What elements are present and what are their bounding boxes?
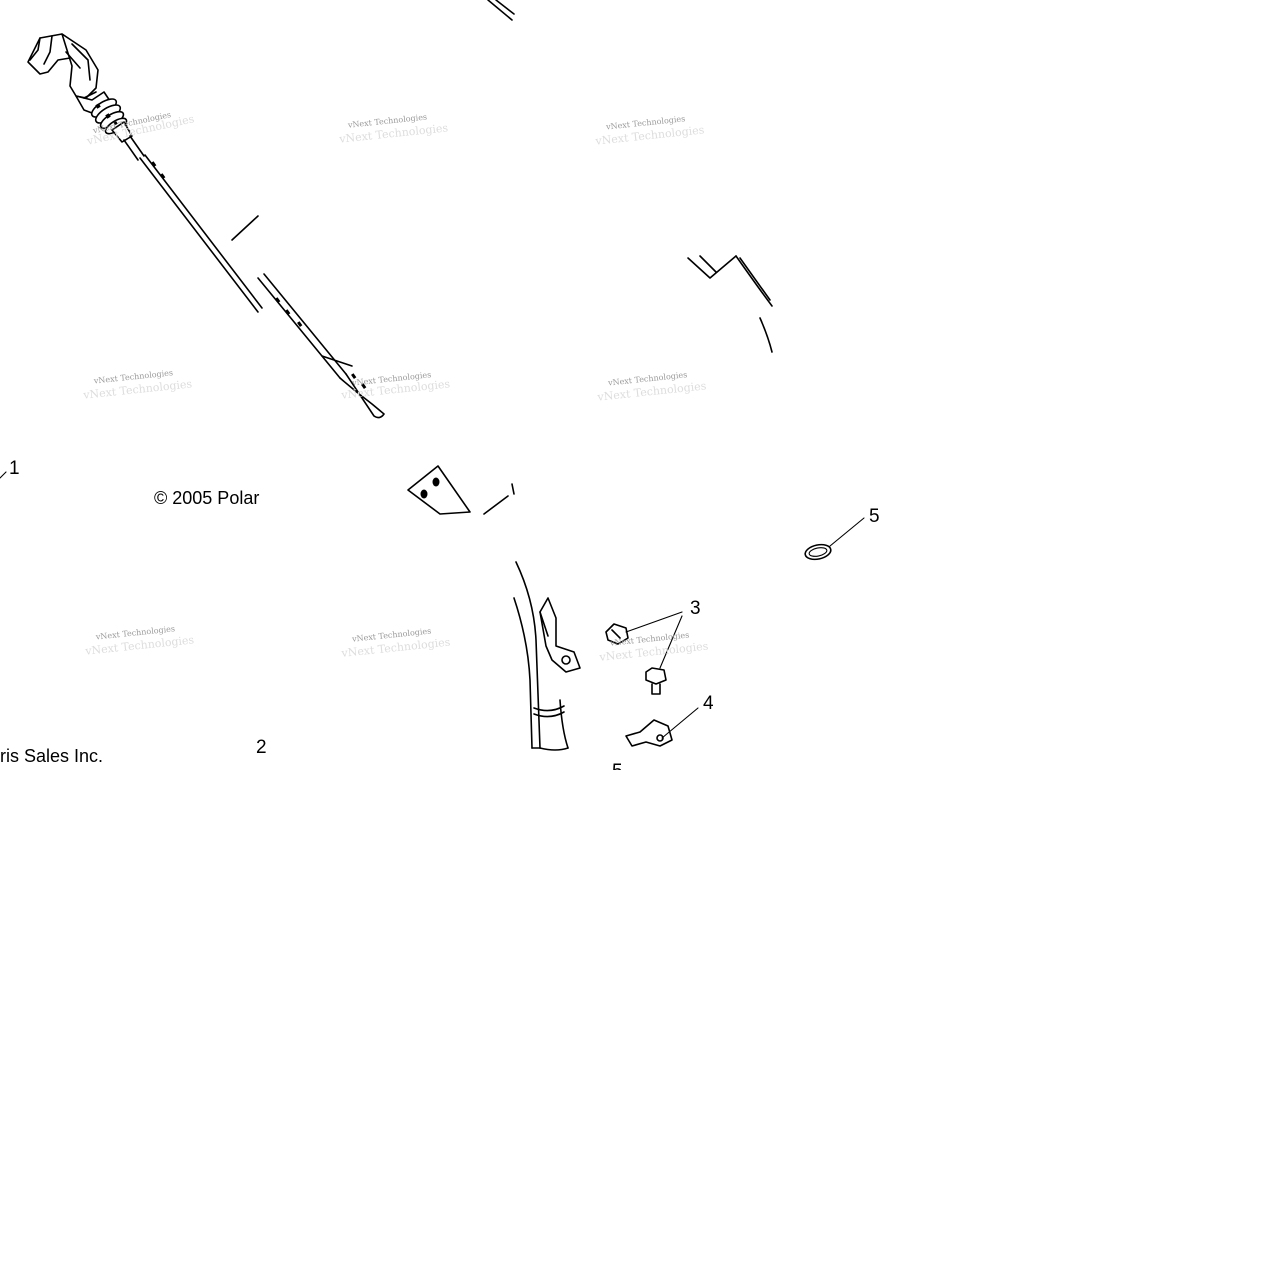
tube-fragments bbox=[231, 0, 773, 515]
callout-1: 1 bbox=[9, 458, 20, 479]
callout-4: 4 bbox=[703, 693, 714, 714]
tile-crop bbox=[0, 0, 20, 20]
bolt-hardware bbox=[605, 611, 683, 695]
o-ring-seal bbox=[804, 517, 865, 561]
watermarks: vNext Technologies vNext Technologies vN… bbox=[82, 110, 710, 664]
callout-3: 3 bbox=[690, 598, 701, 619]
copyright-line-1: © 2005 Polar bbox=[154, 488, 259, 508]
callout-1-leader bbox=[0, 471, 7, 479]
dipstick-assembly bbox=[27, 33, 385, 419]
fill-tube bbox=[513, 561, 581, 751]
dipstick-handle bbox=[27, 33, 145, 161]
callout-5-top: 5 bbox=[869, 506, 880, 527]
retainer-clip bbox=[625, 707, 699, 747]
copyright-line-2: ris Sales Inc. bbox=[0, 746, 103, 766]
callout-2: 2 bbox=[256, 737, 267, 758]
dipstick-rod bbox=[139, 154, 385, 419]
